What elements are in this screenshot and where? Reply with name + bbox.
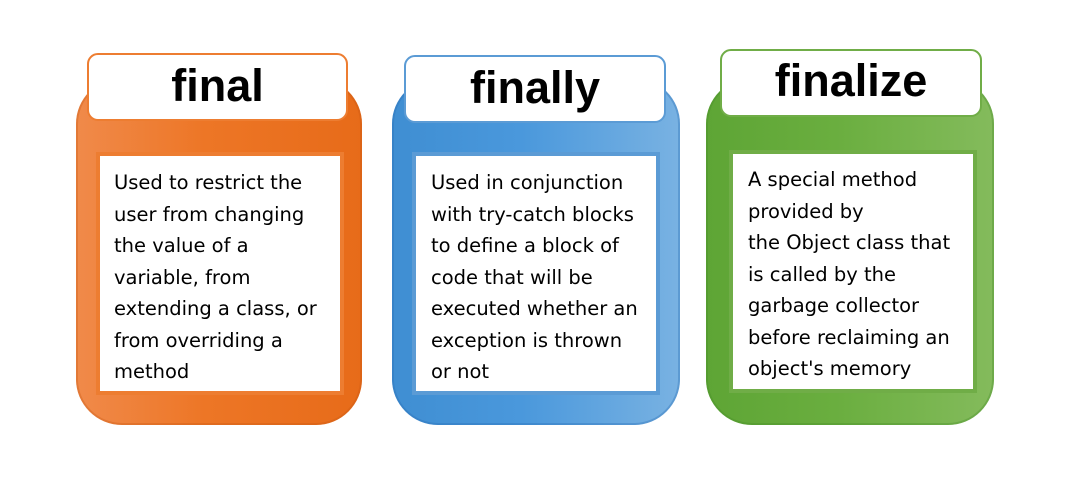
final-description-line: Used to restrict the [114, 171, 303, 194]
final-title-box: final [87, 53, 348, 121]
finalize-description-line: object's memory [748, 357, 912, 380]
finally-description-line: executed whether an [431, 297, 638, 320]
finalize-description-line: the Object class that [748, 231, 951, 254]
final-description-line: user from changing [114, 202, 305, 226]
finalize-description-line: before reclaiming an [748, 325, 950, 349]
finally-description-line: or not [431, 360, 490, 383]
final-title: final [171, 59, 264, 111]
finalize-title: finalize [774, 54, 928, 106]
finalize-description-line: A special method [748, 168, 918, 191]
finally-description-line: exception is thrown [431, 328, 623, 352]
finalize-description-line: garbage collector [748, 294, 920, 317]
finally-description-line: to define a block of [431, 234, 619, 257]
finally-description-line: Used in conjunction [431, 171, 624, 194]
final-description: Used to restrict the user from changing … [96, 152, 344, 395]
final-description-line: extending a class, or [114, 297, 317, 320]
final-description-line: from overriding a [114, 328, 283, 352]
final-description-line: method [114, 360, 190, 383]
finalize-description-line: provided by [748, 199, 864, 223]
finalize-description-line: is called by the [748, 262, 896, 286]
finalize-description: A special method provided by the Object … [729, 150, 977, 393]
finally-title-box: finally [404, 55, 666, 123]
finally-title: finally [469, 61, 601, 113]
finally-description-line: with try-catch blocks [431, 202, 634, 226]
final-description-line: variable, from [114, 265, 251, 289]
finalize-title-box: finalize [720, 49, 982, 117]
finally-description-line: code that will be [431, 265, 593, 289]
final-description-line: the value of a [114, 234, 249, 257]
finally-description: Used in conjunction with try-catch block… [412, 152, 660, 395]
